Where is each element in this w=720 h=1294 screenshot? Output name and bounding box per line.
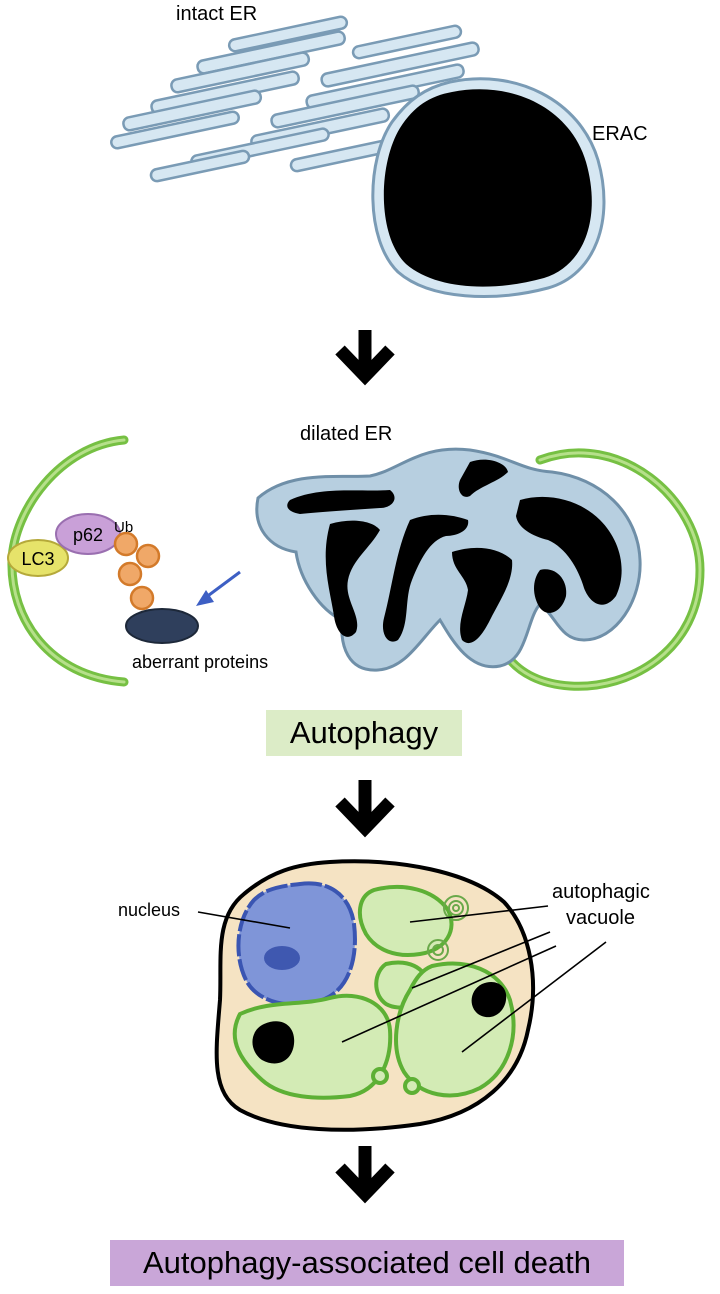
erac-label: ERAC [592,123,648,145]
cell [214,859,535,1132]
lc3-label: LC3 [21,549,54,569]
down-arrow-icon [335,1146,395,1204]
down-arrow-icon [335,780,395,838]
intact-er [110,15,480,183]
phagophore-right [488,448,705,691]
cell-debris [252,981,507,1064]
ubiquitin-chain [113,531,161,611]
dilated-er [255,447,642,672]
aberrant-protein [125,608,199,644]
lc3-receptor [7,539,69,577]
aberrant-proteins-label: aberrant proteins [132,652,268,672]
nucleus [236,881,357,1007]
nucleus-label: nucleus [118,900,180,920]
autophagy-stage-box: Autophagy [266,710,462,756]
cell-death-stage-box: Autophagy-associated cell death [110,1240,624,1286]
membrane-whorl [427,895,469,961]
dilated-er-label: dilated ER [300,423,392,445]
erac-body [371,77,606,298]
autophagic-vacuole-label-line1: autophagic [552,881,650,903]
intact-er-label: intact ER [176,3,257,25]
p62-label: p62 [73,525,103,545]
transfer-arrow-icon [196,570,241,606]
autophagic-vacuole-label-line2: vacuole [566,907,635,929]
down-arrow-icon [335,330,395,386]
ub-label: Ub [114,519,133,536]
callout-lines [197,905,607,1053]
